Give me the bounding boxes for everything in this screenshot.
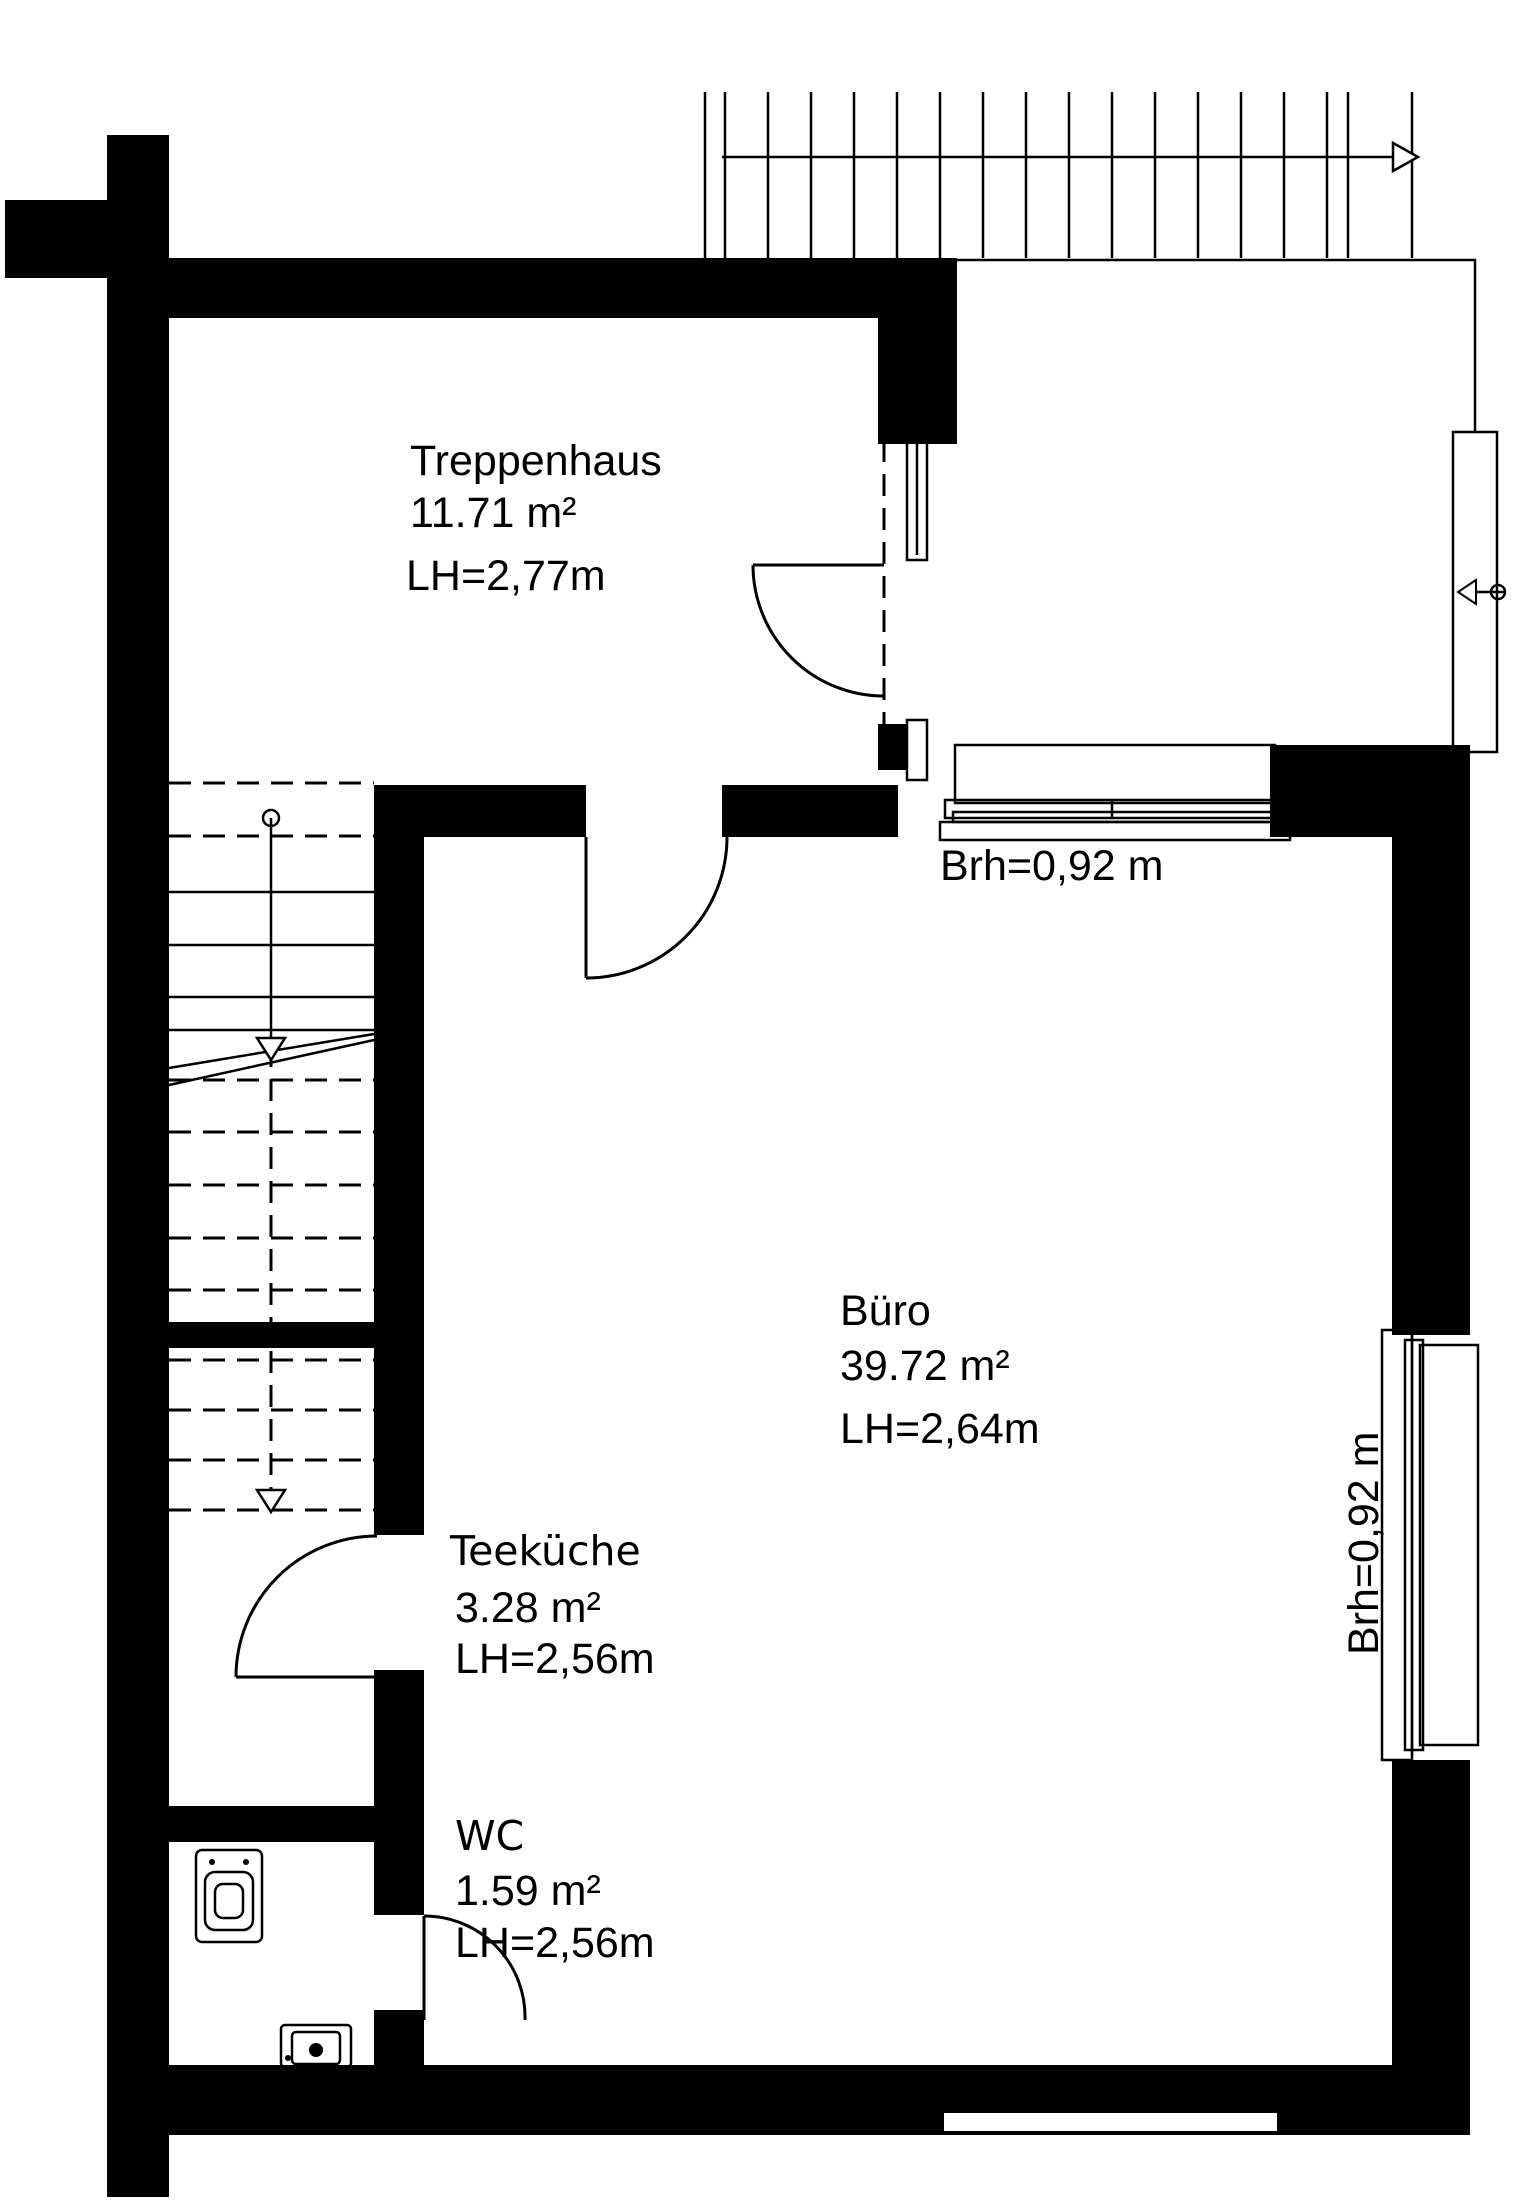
room-buero: Büro 39.72 m² LH=2,64m xyxy=(840,1287,1040,1453)
room-name: Teeküche xyxy=(449,1527,641,1575)
room-name: WC xyxy=(455,1812,524,1860)
walls xyxy=(5,135,1470,2197)
door-wc xyxy=(422,1914,527,2021)
room-area: 1.59 m² xyxy=(455,1867,601,1915)
outdoor-landing xyxy=(955,258,1507,754)
interior-stairs xyxy=(168,781,375,1515)
stair-arrow-icon xyxy=(1391,140,1421,174)
window-top xyxy=(938,743,1292,842)
entrance-door xyxy=(751,433,929,782)
room-wc: WC 1.59 m² LH=2,56m xyxy=(455,1812,655,1967)
toilet-icon xyxy=(194,1848,264,1944)
stair-arrow-down-icon xyxy=(254,1036,288,1063)
window-right xyxy=(1380,1328,1480,1762)
room-name: Treppenhaus xyxy=(410,437,662,485)
room-teekueche: Teeküche 3.28 m² LH=2,56m xyxy=(449,1527,655,1683)
room-treppenhaus: Treppenhaus 11.71 m² LH=2,77m xyxy=(406,437,662,600)
sink-icon xyxy=(279,2023,353,2069)
room-height: LH=2,56m xyxy=(455,1919,655,1967)
outdoor-stairs xyxy=(703,92,1421,258)
door-teekueche xyxy=(234,1534,378,1679)
room-area: 3.28 m² xyxy=(455,1584,601,1632)
window-top-label: Brh=0,92 m xyxy=(940,842,1163,890)
stair-arrow-down-icon-2 xyxy=(254,1488,288,1515)
room-area: 11.71 m² xyxy=(410,489,577,537)
bottom-window xyxy=(942,2111,1279,2133)
room-name: Büro xyxy=(840,1287,931,1335)
door-buero xyxy=(584,836,729,980)
room-height: LH=2,77m xyxy=(406,552,606,600)
room-height: LH=2,64m xyxy=(840,1405,1040,1453)
room-area: 39.72 m² xyxy=(840,1342,1010,1390)
room-height: LH=2,56m xyxy=(455,1635,655,1683)
door-arrow-icon xyxy=(1456,578,1477,606)
window-right-label: Brh=0,92 m xyxy=(1340,1432,1388,1655)
